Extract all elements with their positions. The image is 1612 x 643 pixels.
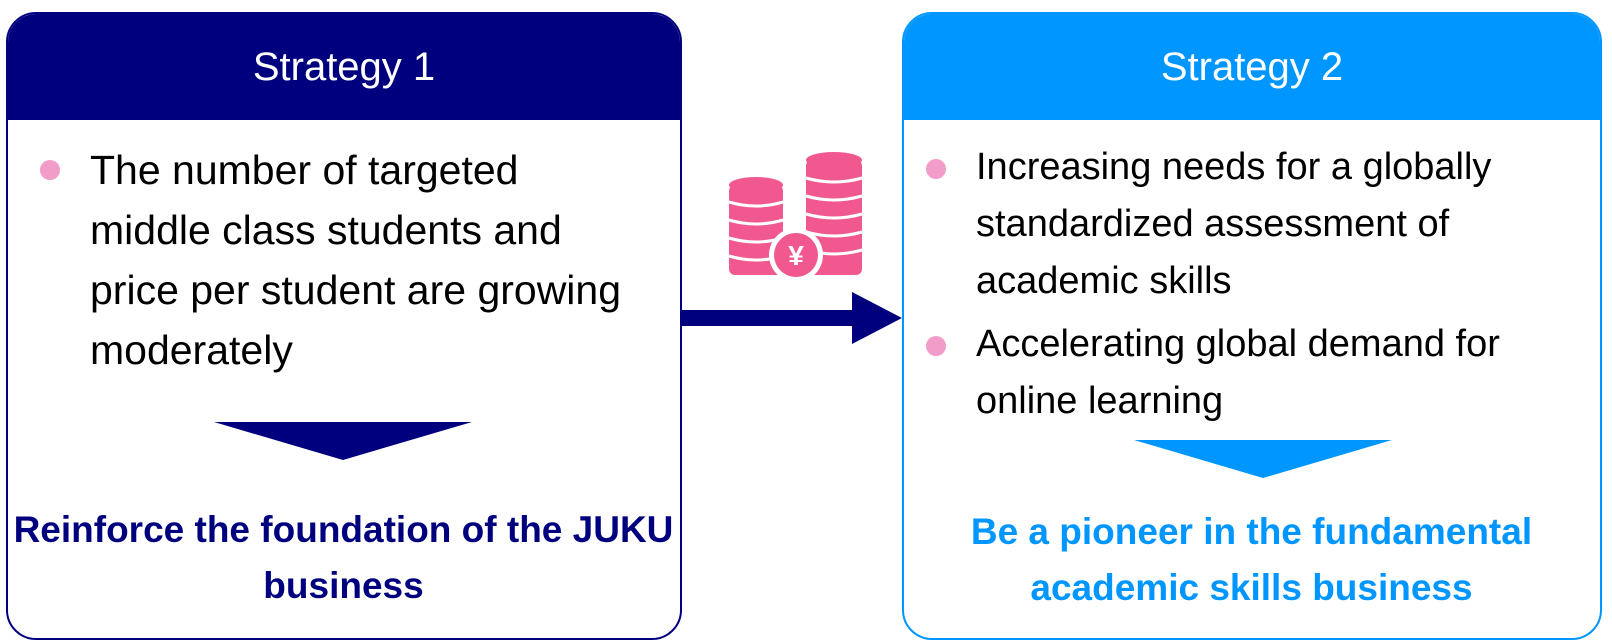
list-item: Increasing needs for a globally standard… bbox=[926, 139, 1586, 310]
list-item: Accelerating global demand for online le… bbox=[926, 316, 1586, 430]
list-item: The number of targeted middle class stud… bbox=[40, 140, 640, 380]
strategy-1-header: Strategy 1 bbox=[8, 14, 680, 120]
strategy-1-conclusion: Reinforce the foundation of the JUKU bus… bbox=[13, 509, 674, 606]
bullet-dot-icon bbox=[40, 160, 60, 180]
strategy-2-title: Strategy 2 bbox=[1160, 44, 1344, 89]
down-triangle-icon bbox=[1134, 440, 1392, 478]
down-triangle-icon bbox=[214, 422, 472, 460]
strategy-2-bullet-list: Increasing needs for a globally standard… bbox=[926, 139, 1586, 430]
strategy-2-conclusion: Be a pioneer in the fundamental academic… bbox=[970, 511, 1533, 608]
bullet-text: The number of targeted middle class stud… bbox=[90, 147, 622, 373]
bullet-text: Increasing needs for a globally standard… bbox=[976, 146, 1492, 302]
yen-coins-icon: ¥ bbox=[728, 152, 863, 282]
strategy-2-header: Strategy 2 bbox=[904, 14, 1600, 120]
strategy-1-box: Strategy 1 The number of targeted middle… bbox=[6, 12, 682, 640]
strategy-2-box: Strategy 2 Increasing needs for a global… bbox=[902, 12, 1602, 640]
bullet-dot-icon bbox=[926, 336, 946, 356]
bullet-dot-icon bbox=[926, 159, 946, 179]
right-arrow-icon bbox=[680, 292, 902, 344]
yen-symbol: ¥ bbox=[788, 240, 804, 271]
strategy-1-title: Strategy 1 bbox=[252, 44, 436, 89]
strategy-1-bullet-list: The number of targeted middle class stud… bbox=[40, 140, 640, 380]
bullet-text: Accelerating global demand for online le… bbox=[976, 323, 1500, 422]
